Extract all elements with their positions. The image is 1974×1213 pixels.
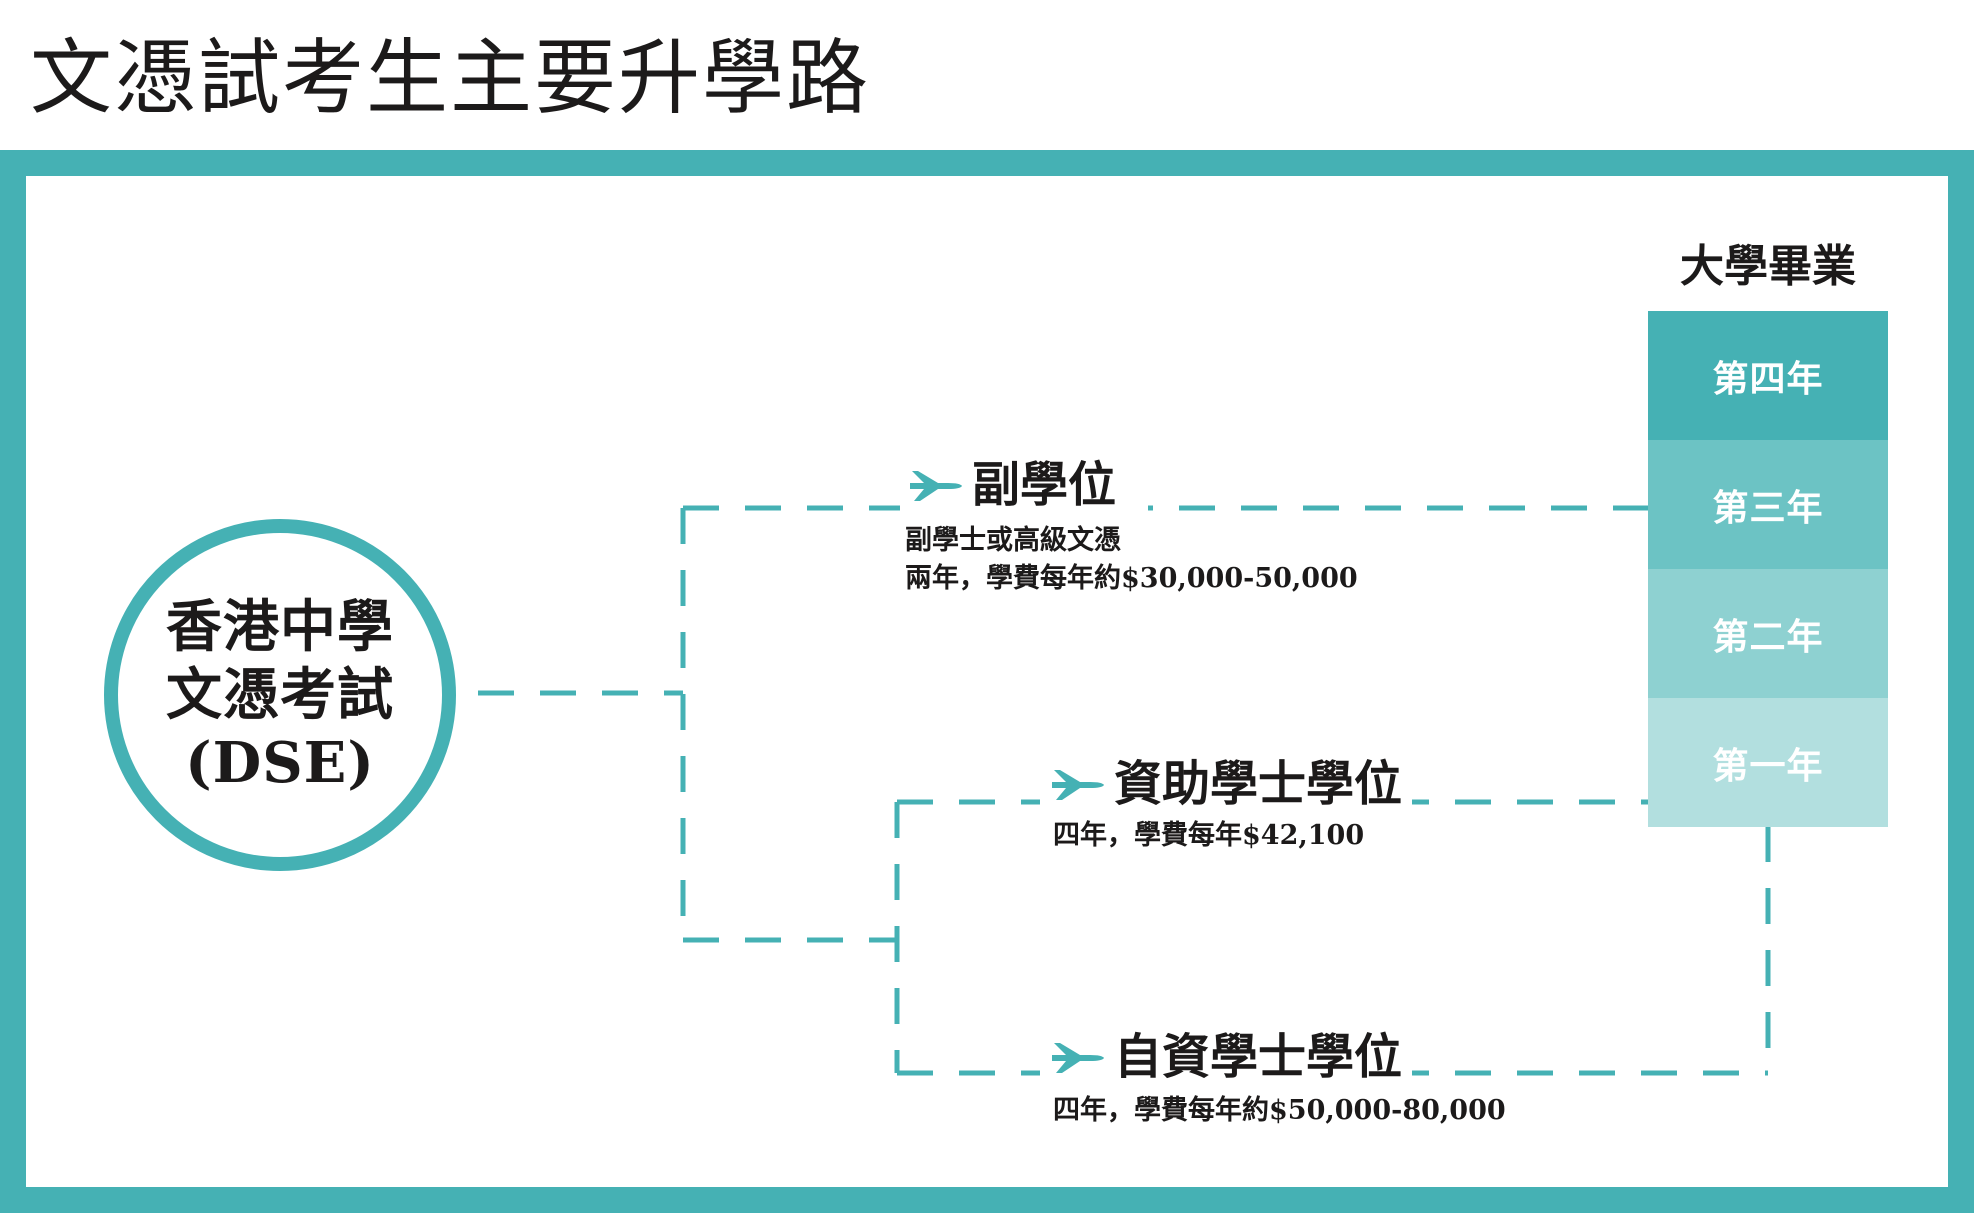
dse-node-line: (DSE) xyxy=(185,730,375,796)
route-title-text: 自資學士學位 xyxy=(1114,1029,1403,1085)
route-associate-degree-desc: 副學士或高級文憑 兩年，學費每年約$30,000-50,000 xyxy=(905,522,1358,598)
year-block-4: 第四年 xyxy=(1648,311,1888,440)
year-block-3: 第三年 xyxy=(1648,440,1888,569)
dse-node: 香港中學 文憑考試 (DSE) xyxy=(104,519,456,871)
route-desc-line: 四年，學費每年$42,100 xyxy=(1053,820,1365,851)
airplane-icon xyxy=(1052,1043,1104,1073)
graduation-label: 大學畢業 xyxy=(1680,241,1856,292)
route-desc-line: 副學士或高級文憑 xyxy=(905,525,1121,556)
route-self-financed-bachelor: 自資學士學位 xyxy=(1050,1033,1402,1081)
route-self-financed-bachelor-desc: 四年，學費每年約$50,000-80,000 xyxy=(1053,1092,1506,1130)
dse-node-line: 香港中學 xyxy=(166,594,394,660)
route-desc-line: 兩年，學費每年約$30,000-50,000 xyxy=(905,563,1358,594)
dse-node-line: 文憑考試 xyxy=(166,662,394,728)
route-funded-bachelor: 資助學士學位 xyxy=(1050,760,1402,808)
route-title-text: 副學位 xyxy=(972,457,1117,513)
year-stack: 第四年 第三年 第二年 第一年 xyxy=(1648,311,1888,827)
route-desc-line: 四年，學費每年約$50,000-80,000 xyxy=(1053,1095,1506,1126)
page-title: 文憑試考生主要升學路 xyxy=(30,31,871,126)
label-mask xyxy=(1040,1045,1412,1101)
route-funded-bachelor-desc: 四年，學費每年$42,100 xyxy=(1053,817,1364,855)
year-block-1: 第一年 xyxy=(1648,698,1888,827)
airplane-icon xyxy=(1052,770,1104,800)
airplane-icon xyxy=(910,471,962,501)
route-associate-degree: 副學位 xyxy=(908,461,1116,509)
label-mask xyxy=(900,480,1148,536)
label-mask xyxy=(1040,774,1412,830)
route-title-text: 資助學士學位 xyxy=(1114,756,1403,812)
year-block-2: 第二年 xyxy=(1648,569,1888,698)
